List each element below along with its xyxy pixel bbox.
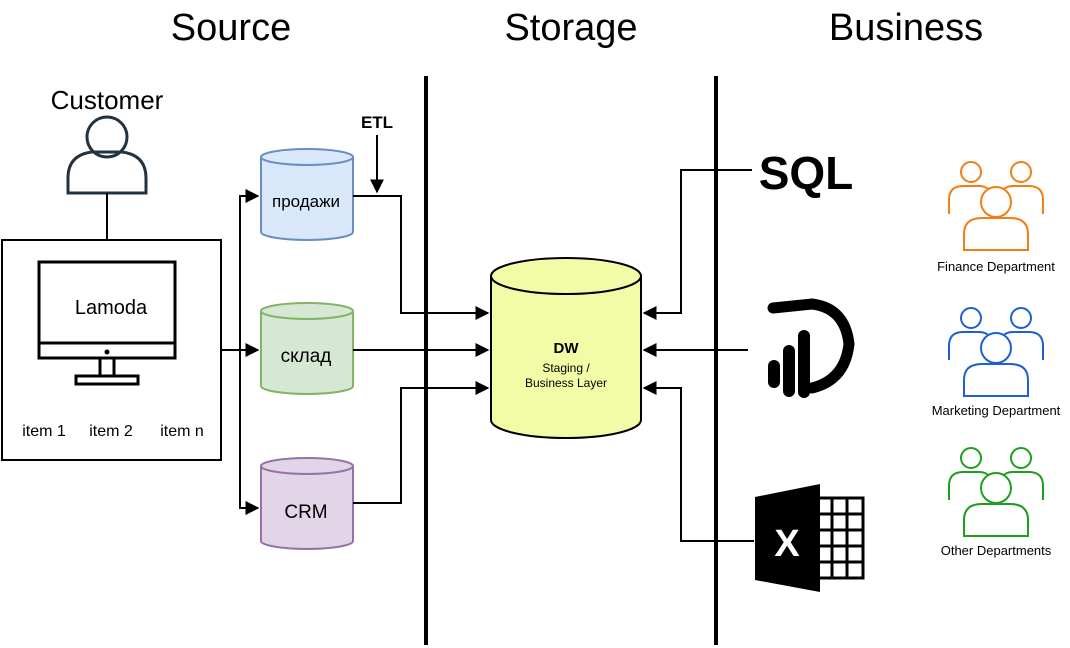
app-to-crm-arrow — [239, 350, 260, 515]
etl-label: ETL — [361, 113, 393, 132]
dw-title: DW — [554, 340, 580, 357]
dw-subtitle-line1: Staging / — [542, 361, 590, 375]
excel-icon — [755, 484, 865, 592]
crm-to-dw-arrow — [353, 381, 490, 504]
app-to-sales-arrow — [221, 189, 260, 351]
cylinder-top — [260, 457, 354, 475]
finance-department-label: Finance Department — [937, 259, 1055, 274]
finance-department-icon — [948, 161, 1044, 251]
marketing-department-label: Marketing Department — [932, 403, 1061, 418]
app-name: Lamoda — [75, 297, 148, 319]
section-title-source: Source — [171, 7, 291, 49]
power-bi-icon — [767, 298, 855, 398]
app-item-1: item 1 — [22, 423, 66, 440]
cylinder-top — [260, 148, 354, 166]
app-item-n: item n — [160, 423, 204, 440]
dw-body — [490, 276, 642, 439]
customer-label: Customer — [51, 85, 164, 115]
excel-letter: X — [774, 523, 800, 565]
other-departments-icon — [948, 447, 1044, 537]
sql-to-dw-arrow — [642, 169, 752, 320]
cylinder-body — [260, 311, 354, 395]
cylinder-body — [260, 466, 354, 550]
source-cylinder-crm — [260, 457, 354, 550]
source-label-crm: CRM — [284, 502, 327, 523]
dw-top — [490, 257, 642, 295]
other-departments-label: Other Departments — [941, 543, 1052, 558]
sales-to-dw-arrow — [353, 195, 490, 320]
sql-label: SQL — [759, 147, 854, 199]
cylinder-top — [260, 302, 354, 320]
cylinder-body — [260, 157, 354, 241]
dw-subtitle-line2: Business Layer — [525, 376, 607, 390]
excel-to-dw-arrow — [642, 381, 754, 542]
section-title-storage: Storage — [504, 7, 637, 49]
dw-cylinder — [490, 257, 642, 439]
source-label-warehouse: склад — [281, 346, 332, 367]
marketing-department-icon — [948, 307, 1044, 397]
source-cylinder-sales — [260, 148, 354, 241]
section-title-business: Business — [829, 7, 983, 49]
source-cylinder-warehouse — [260, 302, 354, 395]
app-item-2: item 2 — [89, 423, 133, 440]
monitor-icon — [37, 260, 177, 386]
source-label-sales: продажи — [272, 192, 340, 211]
customer-icon — [66, 115, 148, 195]
